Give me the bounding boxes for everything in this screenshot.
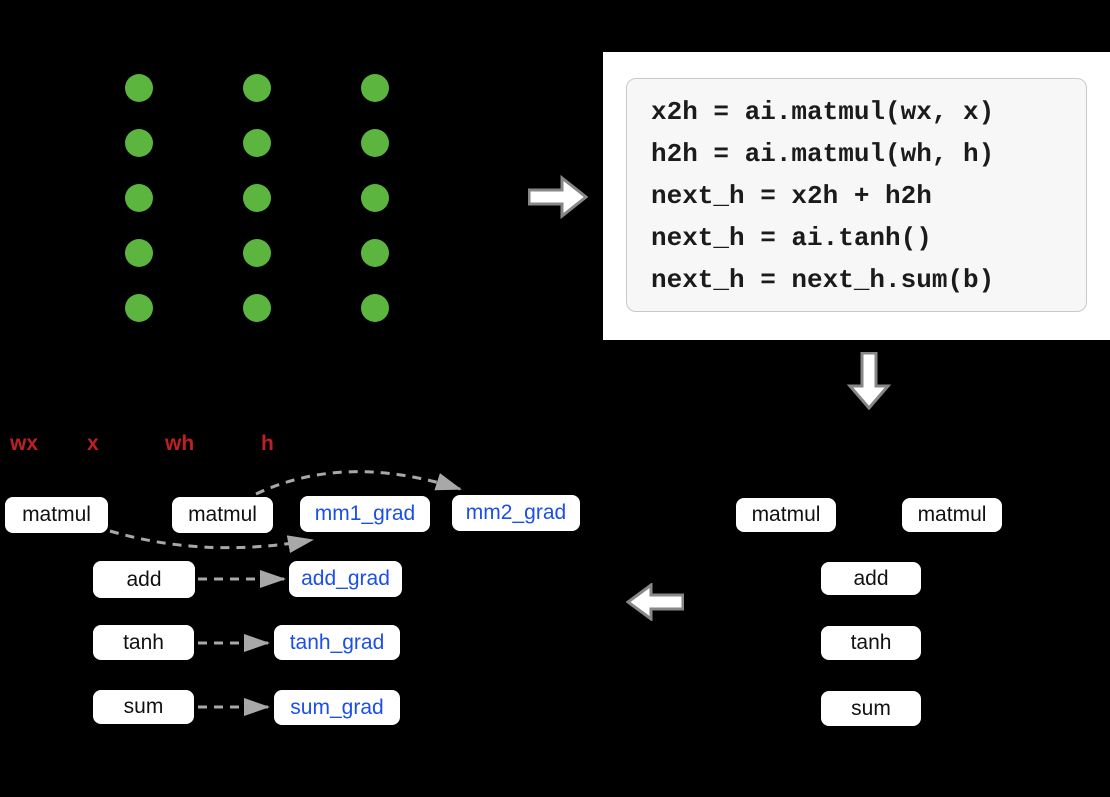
forward-node-add: add (821, 562, 921, 595)
edge-matmul1-to-mm1-grad (109, 529, 314, 554)
backward-node-sum-grad: sum_grad (274, 690, 400, 725)
backward-node-sum: sum (93, 690, 194, 724)
neuron-dot (125, 129, 153, 157)
flow-arrow-right-icon (528, 174, 588, 220)
code-line: next_h = next_h.sum(b) (651, 265, 995, 295)
neuron-dot (361, 294, 389, 322)
forward-node-matmul-1: matmul (736, 498, 836, 532)
tensor-label-wx: wx (10, 432, 39, 455)
tensor-label-h: h (261, 432, 274, 455)
backward-node-mm1-grad: mm1_grad (300, 496, 430, 532)
flow-arrow-down-icon (846, 352, 892, 410)
dot-column (125, 74, 153, 322)
backward-node-mm2-grad: mm2_grad (452, 495, 580, 531)
code-line: next_h = ai.tanh() (651, 223, 932, 253)
neuron-dot (361, 129, 389, 157)
neuron-dot (361, 239, 389, 267)
forward-node-tanh: tanh (821, 626, 921, 660)
forward-node-matmul-2: matmul (902, 498, 1002, 532)
code-panel: x2h = ai.matmul(wx, x) h2h = ai.matmul(w… (603, 52, 1110, 340)
neuron-dot (361, 74, 389, 102)
code-line: x2h = ai.matmul(wx, x) (651, 97, 995, 127)
neuron-dot (243, 129, 271, 157)
backward-node-matmul-1: matmul (5, 497, 108, 533)
neuron-dot (125, 294, 153, 322)
backward-node-add: add (93, 561, 195, 598)
edge-matmul2-to-mm2-grad (255, 470, 462, 496)
code-line: h2h = ai.matmul(wh, h) (651, 139, 995, 169)
code-snippet-box: x2h = ai.matmul(wx, x) h2h = ai.matmul(w… (626, 78, 1087, 312)
dot-column (361, 74, 389, 322)
neuron-dot (125, 239, 153, 267)
neuron-dot (243, 184, 271, 212)
neural-network-dots (125, 74, 389, 322)
backward-node-matmul-2: matmul (172, 497, 273, 533)
flow-arrow-left-icon (626, 583, 684, 621)
neuron-dot (243, 74, 271, 102)
neuron-dot (243, 294, 271, 322)
code-line: next_h = x2h + h2h (651, 181, 932, 211)
tensor-label-x: x (87, 432, 99, 455)
neuron-dot (361, 184, 389, 212)
backward-node-tanh-grad: tanh_grad (274, 625, 400, 660)
backward-node-add-grad: add_grad (289, 561, 402, 597)
neuron-dot (125, 184, 153, 212)
backward-node-tanh: tanh (93, 625, 194, 660)
neuron-dot (243, 239, 271, 267)
tensor-label-wh: wh (165, 432, 195, 455)
dot-column (243, 74, 271, 322)
forward-node-sum: sum (821, 691, 921, 726)
neuron-dot (125, 74, 153, 102)
